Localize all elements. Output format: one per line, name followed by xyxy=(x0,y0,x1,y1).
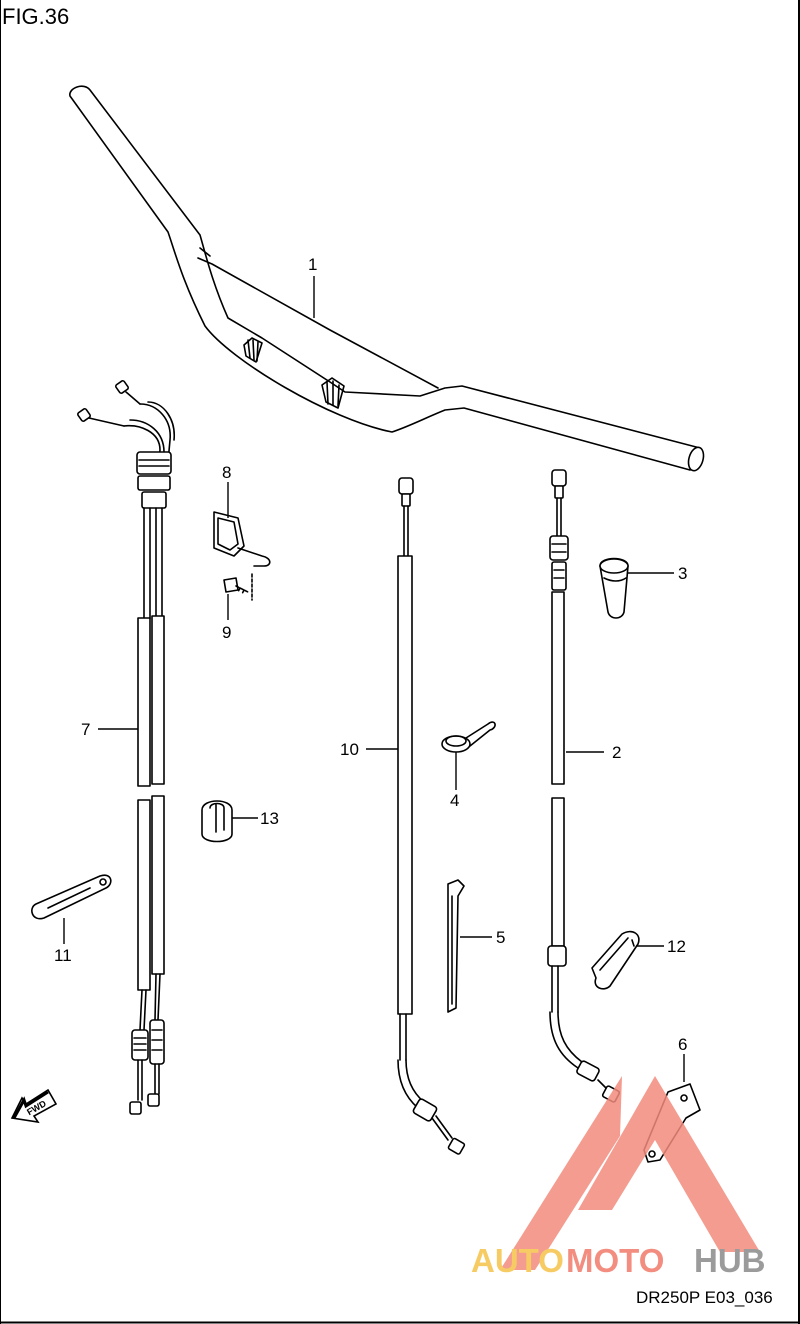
grip-part-3[interactable] xyxy=(599,557,629,619)
callout-9[interactable]: 9 xyxy=(222,623,231,642)
callout-3[interactable]: 3 xyxy=(678,564,687,583)
watermark-word-hub: HUB xyxy=(694,1242,766,1279)
callout-5[interactable]: 5 xyxy=(496,928,505,947)
guide-part-11[interactable] xyxy=(31,874,112,920)
callout-7[interactable]: 7 xyxy=(81,720,90,739)
callout-13[interactable]: 13 xyxy=(260,809,279,828)
grommet-part-13[interactable] xyxy=(201,800,233,843)
clamp-part-12[interactable] xyxy=(591,930,640,990)
callout-12[interactable]: 12 xyxy=(667,937,686,956)
callout-8[interactable]: 8 xyxy=(222,463,231,482)
watermark-word-auto: AUTO xyxy=(471,1242,564,1279)
choke-cable-part[interactable] xyxy=(397,477,466,1155)
watermark-word-moto: MOTO xyxy=(566,1242,664,1279)
callout-11[interactable]: 11 xyxy=(54,946,72,965)
fwd-arrow-icon: FWD xyxy=(10,1088,58,1124)
callout-2[interactable]: 2 xyxy=(612,743,621,762)
figure-label: FIG.36 xyxy=(2,4,69,29)
watermark-triangle-left xyxy=(500,1076,622,1270)
strap-part-5[interactable] xyxy=(447,879,465,1013)
throttle-cable-part[interactable] xyxy=(77,380,175,1115)
diagram-code: DR250P E03_036 xyxy=(636,1288,773,1307)
watermark-triangle-right xyxy=(578,1076,760,1252)
handlebar-part[interactable] xyxy=(69,85,706,472)
callout-4[interactable]: 4 xyxy=(450,791,459,810)
callout-6[interactable]: 6 xyxy=(678,1035,687,1054)
clamp-part-8[interactable] xyxy=(213,511,271,567)
watermark-logo: AUTO MOTO HUB xyxy=(471,1076,766,1279)
callout-1[interactable]: 1 xyxy=(308,255,317,274)
clutch-cable-part[interactable] xyxy=(547,469,621,1103)
callout-10[interactable]: 10 xyxy=(340,740,359,759)
spring-part-4[interactable] xyxy=(441,721,496,753)
screw-part-9[interactable] xyxy=(223,573,253,601)
